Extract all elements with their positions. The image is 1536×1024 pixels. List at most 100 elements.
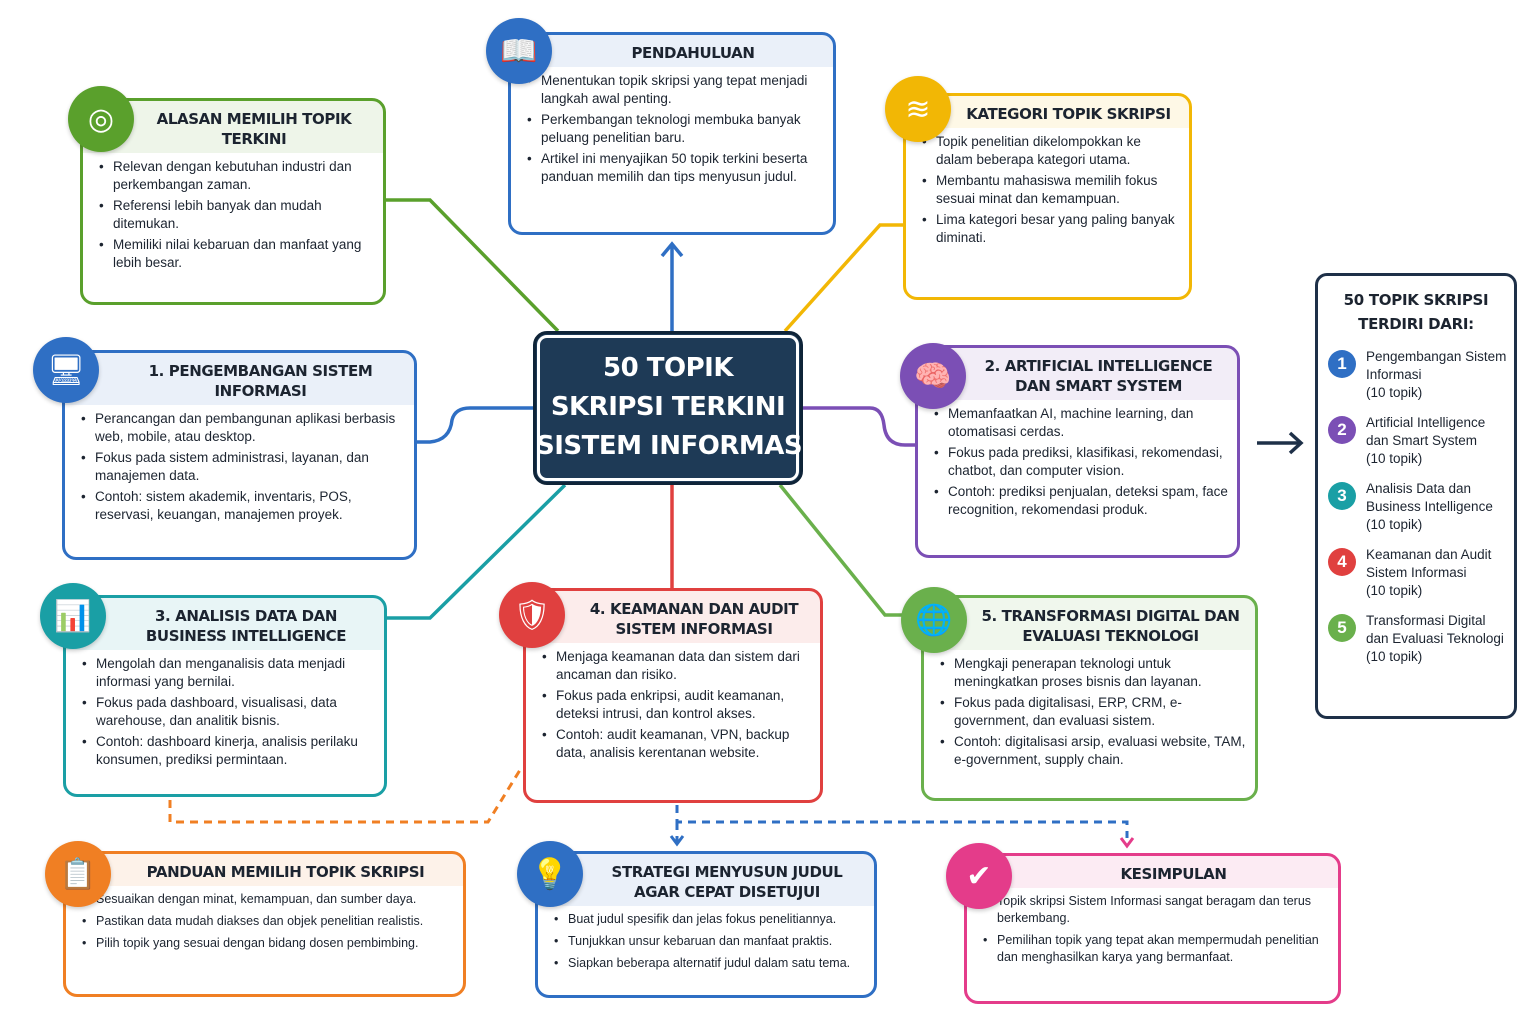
brain-icon: 🧠 bbox=[900, 343, 966, 409]
bullet-item: Menjaga keamanan data dan sistem dari an… bbox=[542, 648, 812, 684]
number-badge: 2 bbox=[1328, 416, 1356, 444]
summary-item-label: Transformasi Digital dan Evaluasi Teknol… bbox=[1366, 613, 1504, 646]
lightbulb-icon: 💡 bbox=[517, 841, 583, 907]
check-circle-icon: ✔ bbox=[946, 843, 1012, 909]
bullet-item: Contoh: digitalisasi arsip, evaluasi web… bbox=[940, 733, 1247, 769]
bullet-item: Perancangan dan pembangunan aplikasi ber… bbox=[81, 410, 406, 446]
bullet-list: Mengolah dan menganalisis data menjadi i… bbox=[66, 650, 384, 776]
bullet-list: Relevan dengan kebutuhan industri dan pe… bbox=[83, 153, 383, 279]
pendahuluan-card: PENDAHULUANMenentukan topik skripsi yang… bbox=[508, 32, 836, 235]
bullet-item: Buat judul spesifik dan jelas fokus pene… bbox=[554, 911, 866, 928]
bullet-item: Tunjukkan unsur kebaruan dan manfaat pra… bbox=[554, 933, 866, 950]
summary-item-count: (10 topik) bbox=[1366, 451, 1423, 466]
card-title: ALASAN MEMILIH TOPIK TERKINI bbox=[83, 101, 383, 153]
panduan-card: PANDUAN MEMILIH TOPIK SKRIPSISesuaikan d… bbox=[63, 851, 466, 997]
bullet-list: Menentukan topik skripsi yang tepat menj… bbox=[511, 67, 833, 193]
kategori-card: KATEGORI TOPIK SKRIPSI Topik penelitian d… bbox=[903, 93, 1192, 300]
bullet-item: Fokus pada enkripsi, audit keamanan, det… bbox=[542, 687, 812, 723]
bullet-item: Fokus pada dashboard, visualisasi, data … bbox=[82, 694, 376, 730]
bullet-list: Perancangan dan pembangunan aplikasi ber… bbox=[65, 405, 414, 531]
globe-icon: 🌐 bbox=[901, 587, 967, 653]
bullet-item: Contoh: audit keamanan, VPN, backup data… bbox=[542, 726, 812, 762]
alasan-card: ALASAN MEMILIH TOPIK TERKINI Relevan deng… bbox=[80, 98, 386, 305]
target-icon: ◎ bbox=[68, 86, 134, 152]
bullet-item: Menentukan topik skripsi yang tepat menj… bbox=[527, 72, 825, 108]
summary-item: 2 Artificial Intelligence dan Smart Syste… bbox=[1324, 414, 1508, 468]
summary-item: 5 Transformasi Digital dan Evaluasi Tekno… bbox=[1324, 612, 1508, 666]
bullet-item: Contoh: sistem akademik, inventaris, POS… bbox=[81, 488, 406, 524]
card-title: KESIMPULAN bbox=[967, 856, 1338, 888]
pengembangan-card: 1. PENGEMBANGAN SISTEM INFORMASI Perancan… bbox=[62, 350, 417, 560]
analisis-card: 3. ANALISIS DATA DAN BUSINESS INTELLIGEN… bbox=[63, 595, 387, 797]
bullet-item: Fokus pada sistem administrasi, layanan,… bbox=[81, 449, 406, 485]
center-title-line: SKRIPSI TERKINI bbox=[550, 392, 786, 422]
number-badge: 4 bbox=[1328, 548, 1356, 576]
summary-item: 3 Analisis Data dan Business Intelligence… bbox=[1324, 480, 1508, 534]
bullet-item: Artikel ini menyajikan 50 topik terkini … bbox=[527, 150, 825, 186]
bullet-item: Contoh: prediksi penjualan, deteksi spam… bbox=[934, 483, 1229, 519]
summary-item-label: Artificial Intelligence dan Smart System bbox=[1366, 415, 1486, 448]
card-title: 2. ARTIFICIAL INTELLIGENCE DAN SMART SYS… bbox=[918, 348, 1237, 400]
bullet-list: Topik skripsi Sistem Informasi sangat be… bbox=[967, 888, 1338, 975]
bullet-item: Lima kategori besar yang paling banyak d… bbox=[922, 211, 1181, 247]
bullet-item: Membantu mahasiswa memilih fokus sesuai … bbox=[922, 172, 1181, 208]
bullet-item: Pastikan data mudah diakses dan objek pe… bbox=[82, 913, 455, 930]
bullet-item: Fokus pada digitalisasi, ERP, CRM, e-gov… bbox=[940, 694, 1247, 730]
summary-item: 4 Keamanan dan Audit Sistem Informasi (10 … bbox=[1324, 546, 1508, 600]
ai-card: 2. ARTIFICIAL INTELLIGENCE DAN SMART SYS… bbox=[915, 345, 1240, 558]
card-title: 1. PENGEMBANGAN SISTEM INFORMASI bbox=[65, 353, 414, 405]
bullet-item: Siapkan beberapa alternatif judul dalam … bbox=[554, 955, 866, 972]
bullet-item: Topik skripsi Sistem Informasi sangat be… bbox=[983, 893, 1330, 927]
bullet-item: Sesuaikan dengan minat, kemampuan, dan s… bbox=[82, 891, 455, 908]
keamanan-card: 4. KEAMANAN DAN AUDIT SISTEM INFORMASI Me… bbox=[523, 588, 823, 803]
central-topic: 50 TOPIK SKRIPSI TERKINI SISTEM INFORMAS… bbox=[533, 331, 812, 485]
summary-panel: 50 TOPIK SKRIPSI TERDIRI DARI: 1 Pengemba… bbox=[1315, 273, 1517, 719]
bullet-list: Menjaga keamanan data dan sistem dari an… bbox=[526, 643, 820, 769]
bullet-item: Pemilihan topik yang tepat akan mempermu… bbox=[983, 932, 1330, 966]
card-title: 5. TRANSFORMASI DIGITAL DAN EVALUASI TEK… bbox=[924, 598, 1255, 650]
transformasi-card: 5. TRANSFORMASI DIGITAL DAN EVALUASI TEK… bbox=[921, 595, 1258, 801]
bullet-list: Mengkaji penerapan teknologi untuk menin… bbox=[924, 650, 1255, 776]
bullet-item: Perkembangan teknologi membuka banyak pe… bbox=[527, 111, 825, 147]
summary-item-label: Pengembangan Sistem Informasi bbox=[1366, 349, 1507, 382]
card-title: 4. KEAMANAN DAN AUDIT SISTEM INFORMASI bbox=[526, 591, 820, 643]
monitor-icon: 🖥 bbox=[33, 337, 99, 403]
layers-icon: ≋ bbox=[885, 76, 951, 142]
number-badge: 1 bbox=[1328, 350, 1356, 378]
bullet-list: Memanfaatkan AI, machine learning, dan o… bbox=[918, 400, 1237, 526]
shield-lock-icon: 🛡 bbox=[499, 582, 565, 648]
summary-item-count: (10 topik) bbox=[1366, 385, 1423, 400]
summary-title: 50 TOPIK SKRIPSI TERDIRI DARI: bbox=[1343, 291, 1489, 333]
bullet-item: Memiliki nilai kebaruan dan manfaat yang… bbox=[99, 236, 375, 272]
bar-chart-icon: 📊 bbox=[40, 583, 106, 649]
center-title-line: 50 TOPIK bbox=[603, 353, 733, 383]
summary-item-count: (10 topik) bbox=[1366, 583, 1423, 598]
bullet-item: Pilih topik yang sesuai dengan bidang do… bbox=[82, 935, 455, 952]
book-icon: 📖 bbox=[486, 18, 552, 84]
summary-item-count: (10 topik) bbox=[1366, 517, 1423, 532]
bullet-list: Topik penelitian dikelompokkan ke dalam … bbox=[906, 128, 1189, 254]
number-badge: 3 bbox=[1328, 482, 1356, 510]
strategi-card: STRATEGI MENYUSUN JUDUL AGAR CEPAT DISET… bbox=[535, 851, 877, 998]
bullet-item: Memanfaatkan AI, machine learning, dan o… bbox=[934, 405, 1229, 441]
bullet-item: Referensi lebih banyak dan mudah ditemuk… bbox=[99, 197, 375, 233]
center-title-line: SISTEM INFORMASI bbox=[536, 431, 812, 461]
bullet-list: Sesuaikan dengan minat, kemampuan, dan s… bbox=[66, 886, 463, 961]
summary-item: 1 Pengembangan Sistem Informasi (10 topik) bbox=[1324, 348, 1508, 402]
card-title: STRATEGI MENYUSUN JUDUL AGAR CEPAT DISET… bbox=[538, 854, 874, 906]
kesimpulan-card: KESIMPULAN Topik skripsi Sistem Informasi… bbox=[964, 853, 1341, 1004]
number-badge: 5 bbox=[1328, 614, 1356, 642]
bullet-item: Relevan dengan kebutuhan industri dan pe… bbox=[99, 158, 375, 194]
bullet-item: Mengolah dan menganalisis data menjadi i… bbox=[82, 655, 376, 691]
card-title: KATEGORI TOPIK SKRIPSI bbox=[906, 96, 1189, 128]
summary-item-label: Analisis Data dan Business Intelligence bbox=[1366, 481, 1493, 514]
bullet-item: Contoh: dashboard kinerja, analisis peri… bbox=[82, 733, 376, 769]
summary-item-label: Keamanan dan Audit Sistem Informasi bbox=[1366, 547, 1492, 580]
summary-item-count: (10 topik) bbox=[1366, 649, 1423, 664]
bullet-list: Buat judul spesifik dan jelas fokus pene… bbox=[538, 906, 874, 981]
bullet-item: Mengkaji penerapan teknologi untuk menin… bbox=[940, 655, 1247, 691]
bullet-item: Topik penelitian dikelompokkan ke dalam … bbox=[922, 133, 1181, 169]
bullet-item: Fokus pada prediksi, klasifikasi, rekome… bbox=[934, 444, 1229, 480]
clipboard-icon: 📋 bbox=[45, 841, 111, 907]
